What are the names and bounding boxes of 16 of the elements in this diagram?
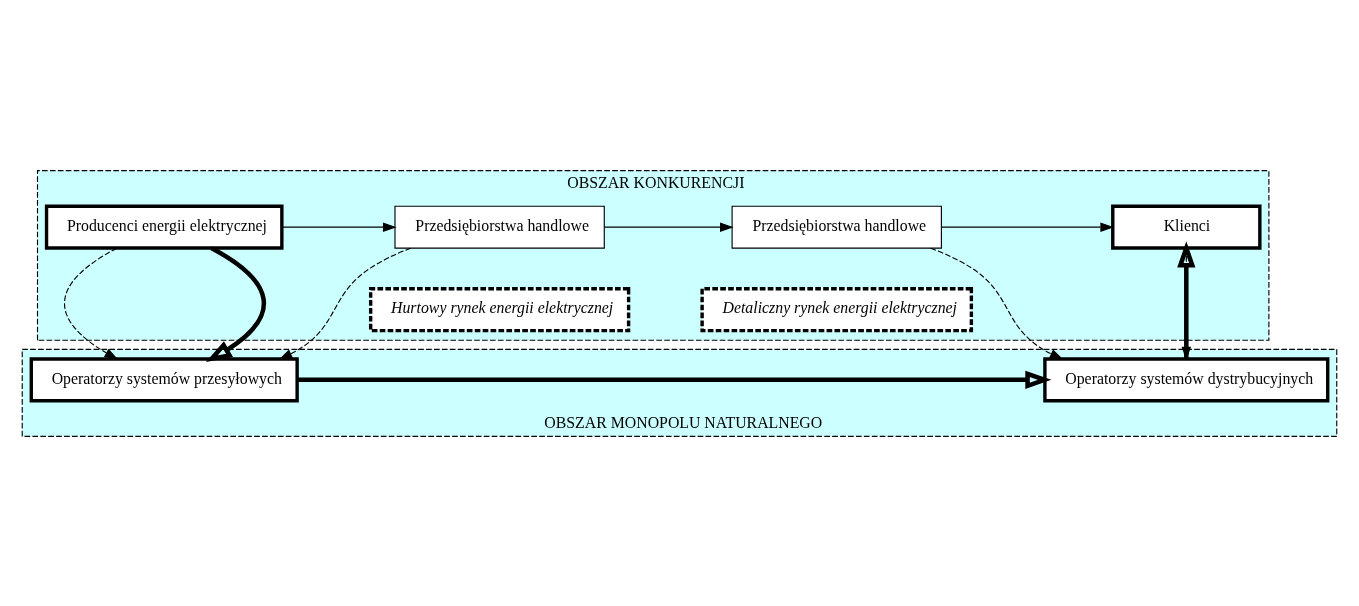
arrow	[297, 370, 1052, 389]
node-box: Hurtowy rynek energii elektrycznej	[368, 286, 631, 332]
node-box: Producenci energii elektrycznej	[44, 204, 284, 250]
arrow	[930, 247, 1064, 360]
arrow	[278, 247, 412, 360]
arrow	[64, 247, 119, 359]
node-box: Przedsiębiorstwa handlowe	[731, 205, 942, 249]
node-box: Detaliczny rynek energii elektrycznej	[700, 286, 974, 332]
node-box: Klienci	[1111, 204, 1262, 250]
arrow	[603, 221, 734, 232]
arrow	[281, 221, 397, 232]
arrow	[941, 221, 1114, 232]
node-box: Operatorzy systemów dystrybucyjnych	[1043, 356, 1330, 402]
node-box: Operatorzy systemów przesyłowych	[29, 356, 299, 402]
arrow	[205, 245, 266, 362]
node-box: Przedsiębiorstwa handlowe	[394, 205, 605, 249]
